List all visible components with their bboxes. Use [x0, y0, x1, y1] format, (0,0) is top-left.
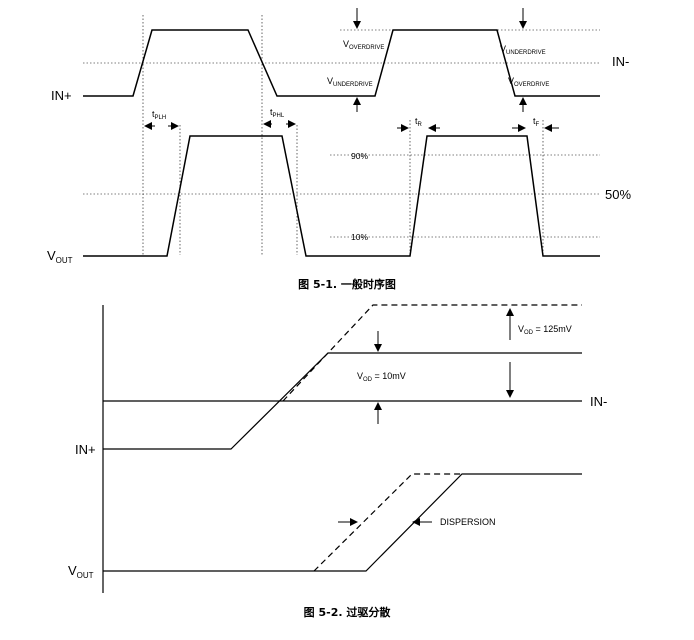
figure2-arrows	[338, 308, 514, 526]
fig2-in-minus-label: IN-	[590, 394, 607, 409]
horizontal-guides	[83, 29, 600, 238]
vunderdrive-left-label: VUNDERDRIVE	[327, 76, 373, 88]
tphl-label: tPHL	[270, 107, 285, 119]
figure-5-2-caption: 图 5-2. 过驱分散	[304, 605, 392, 619]
vout-waveform	[83, 135, 600, 257]
dispersion-label: DISPERSION	[440, 517, 496, 527]
vod-125mv-label: VOD = 125mV	[518, 324, 572, 336]
tr-label: tR	[415, 116, 423, 128]
vunderdrive-right-top-label: VUNDERDRIVE	[500, 44, 546, 56]
fig2-vout-label: VOUT	[68, 563, 94, 580]
vout-label: VOUT	[47, 248, 73, 265]
tplh-label: tPLH	[152, 109, 166, 121]
pct90-label: 90%	[351, 151, 368, 161]
vertical-guides	[142, 15, 544, 255]
in-plus-10mv-waveform	[103, 352, 582, 450]
in-plus-waveform	[83, 29, 600, 97]
tf-label: tF	[533, 116, 540, 128]
pct10-label: 10%	[351, 232, 368, 242]
figure-5-2: IN+ IN- VOUT VOD = 125mV VOD = 10mV DISP…	[68, 304, 607, 619]
in-plus-125mv-waveform	[282, 304, 582, 402]
voverdrive-left-label: VOVERDRIVE	[343, 39, 384, 51]
in-minus-label: IN-	[612, 54, 629, 69]
figure-5-1-caption: 图 5-1. 一般时序图	[298, 277, 396, 291]
delay-arrows	[144, 8, 559, 132]
vod-10mv-label: VOD = 10mV	[357, 371, 406, 383]
pct50-label: 50%	[605, 187, 631, 202]
vout-dashed-waveform	[313, 473, 462, 572]
in-plus-label: IN+	[51, 88, 72, 103]
voverdrive-right-label: VOVERDRIVE	[508, 76, 549, 88]
figure-5-1: IN+ IN- VOUT 50% 90% 10% tPLH tPHL tR tF…	[47, 8, 631, 291]
fig2-in-plus-label: IN+	[75, 442, 96, 457]
